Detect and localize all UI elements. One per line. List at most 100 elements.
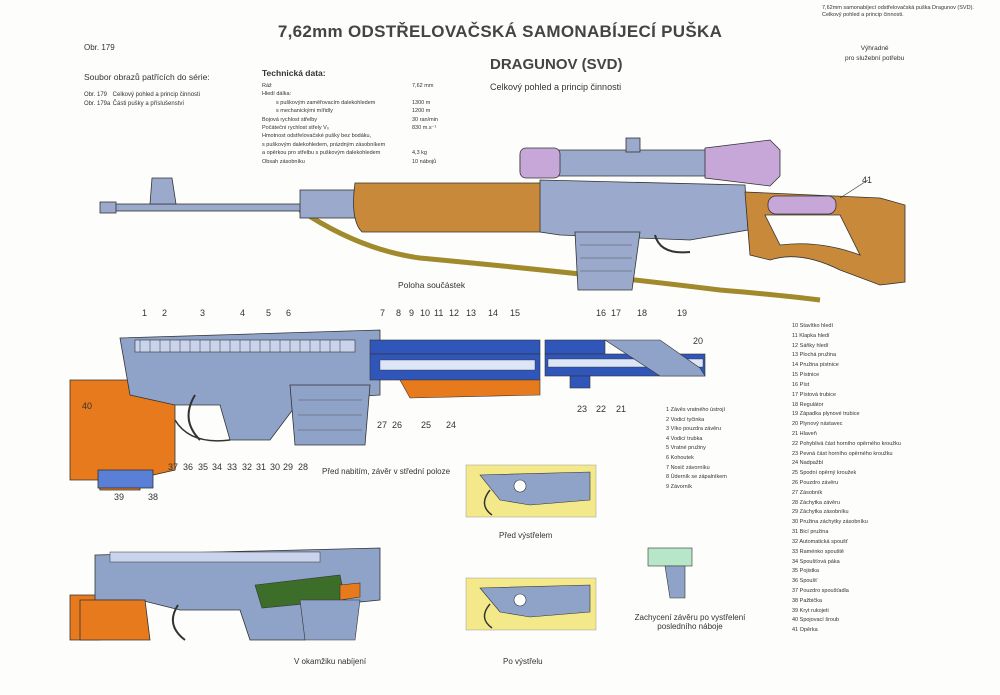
series-item: Obr. 179 Celkový pohled a princip činnos… (84, 92, 201, 98)
legend-item: 14 Pružina pístnice (792, 362, 839, 369)
legend-item: 23 Pevná část horního opěrného kroužku (792, 450, 893, 457)
legend-item: 1 Závěs vratného ústrojí (666, 407, 726, 413)
scope-turret (625, 137, 641, 153)
before-shot-panel (465, 464, 597, 518)
caption-bolt-catch-line1: Zachycení závěru po vystřelení (634, 613, 746, 622)
spring-coils (139, 340, 341, 352)
legend-left: 1 Závěs vratného ústrojí 2 Vodicí tyčink… (666, 406, 727, 492)
callout-24: 24 (446, 420, 456, 430)
callout-38: 38 (148, 492, 158, 502)
legend-item: 18 Regulátor (792, 401, 824, 408)
page-subtitle-2: Celkový pohled a princip činnosti (490, 82, 622, 92)
caption-before-loading: Před nabitím, závěr v střední poloze (322, 467, 451, 476)
callout-13: 13 (466, 308, 476, 318)
callout-6: 6 (286, 308, 291, 318)
tech-row: a opěrkou pro střelbu s puškovým dalekoh… (262, 150, 427, 157)
legend-item: 33 Raménko spouště (792, 548, 844, 555)
callout-32: 32 (242, 462, 252, 472)
series-heading: Soubor obrazů patřících do série: (84, 72, 210, 82)
callout-10: 10 (420, 308, 430, 318)
callout-39: 39 (114, 492, 124, 502)
caption-after-shot: Po výstřelu (503, 657, 543, 666)
ring-section (569, 375, 591, 389)
legend-item: 20 Plynový nástavec (792, 421, 843, 428)
callout-1: 1 (142, 308, 147, 318)
page-title: 7,62mm ODSTŘELOVAČSKÁ SAMONABÍJECÍ PUŠKA (277, 22, 723, 41)
legend-item: 38 Pažbička (792, 597, 822, 604)
callout-29: 29 (283, 462, 293, 472)
top-right-note: 7,62mm samonabíjecí odstřelovačská puška… (822, 5, 992, 19)
callout-19: 19 (677, 308, 687, 318)
magazine (574, 231, 641, 291)
cheek-rest (767, 195, 837, 215)
scope-eyepiece (704, 139, 781, 187)
restriction-line1: Výhradně (860, 45, 889, 52)
legend-item: 36 Spoušť (792, 578, 818, 585)
rifle-overview (99, 137, 906, 303)
restriction-note: Výhradně pro služební potřebu (845, 44, 904, 64)
figure-number: Obr. 179 (84, 43, 115, 52)
gas-tube-section (369, 339, 541, 355)
tech-heading: Technická data: (262, 68, 326, 78)
legend-item: 31 Bicí pružina (792, 529, 829, 536)
trigger-guard (654, 234, 691, 254)
callout-14: 14 (488, 308, 498, 318)
legend-item: 39 Kryt rukojeti (792, 607, 829, 614)
legend-item: 17 Pístová trubice (792, 391, 837, 398)
tech-row: s puškovým dalekohledem, prázdným zásobn… (262, 141, 386, 148)
legend-item: 6 Kohoutek (666, 454, 694, 461)
legend-item: 19 Západka plynové trubice (792, 411, 860, 418)
callout-27: 27 (377, 420, 387, 430)
legend-item: 7 Nosič závorníku (666, 464, 710, 471)
callout-8: 8 (396, 308, 401, 318)
callout-9: 9 (409, 308, 414, 318)
legend-item: 32 Automatická spoušť (792, 538, 848, 545)
legend-item: 41 Opěrka (792, 627, 818, 634)
series-list: Obr. 179 Celkový pohled a princip činnos… (84, 91, 200, 108)
callout-7: 7 (380, 308, 385, 318)
caption-before-shot: Před výstřelem (499, 531, 553, 540)
callout-30: 30 (270, 462, 280, 472)
gas-piston-section (544, 339, 606, 355)
after-shot-panel (465, 577, 597, 631)
cross-section-main (69, 329, 706, 491)
legend-item: 25 Spodní opěrný kroužek (792, 470, 857, 477)
trigger-guard-section (174, 419, 231, 442)
callout-40: 40 (82, 401, 92, 411)
stock-cutout (764, 214, 861, 256)
callout-21: 21 (616, 404, 626, 414)
caption-during-loading: V okamžiku nabíjení (294, 657, 367, 666)
grip-cap (97, 469, 154, 489)
legend-item: 13 Plochá pružina (792, 352, 837, 359)
legend-item: 5 Vratné pružiny (666, 445, 706, 452)
legend-item: 8 Úderník se zápalníkem (666, 474, 727, 481)
loading-cutaway (69, 547, 381, 641)
legend-item: 27 Zásobník (792, 489, 823, 496)
top-right-note-line1: 7,62mm samonabíjecí odstřelovačská puška… (822, 5, 974, 11)
callout-18: 18 (637, 308, 647, 318)
legend-item: 11 Klapka hledí (792, 332, 830, 339)
callout-41: 41 (862, 175, 872, 185)
legend-item: 15 Pístnice (792, 372, 820, 379)
callout-4: 4 (240, 308, 245, 318)
callouts-top: 1 2 3 4 5 6 7 8 9 10 11 12 13 14 15 16 1… (82, 175, 872, 502)
recoil-spring (134, 339, 356, 353)
legend-item: 26 Pouzdro závěru (792, 480, 839, 486)
callout-16: 16 (596, 308, 606, 318)
callout-5: 5 (266, 308, 271, 318)
bolt-catch-detail (647, 547, 693, 599)
series-item: Obr. 179a Části pušky a příslušenství (84, 100, 185, 107)
callout-23: 23 (577, 404, 587, 414)
caption-bolt-catch-line2: posledního náboje (657, 622, 723, 631)
legend-item: 28 Záchytka závěru (792, 499, 840, 506)
callout-28: 28 (298, 462, 308, 472)
callout-22: 22 (596, 404, 606, 414)
callout-31: 31 (256, 462, 266, 472)
handguard (353, 182, 561, 233)
callout-3: 3 (200, 308, 205, 318)
callout-37: 37 (168, 462, 178, 472)
